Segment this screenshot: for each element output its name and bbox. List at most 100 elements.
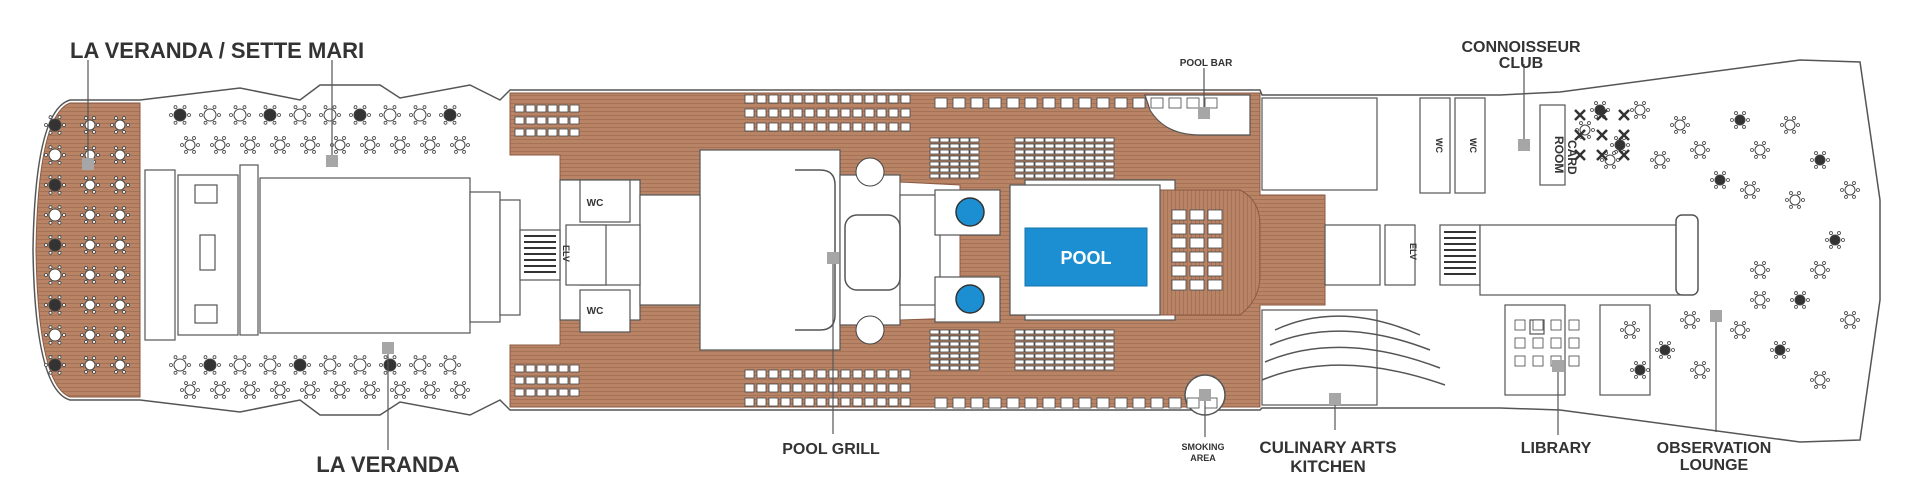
chair	[44, 303, 48, 307]
label-observation-lounge-1: OBSERVATION	[1657, 440, 1772, 457]
chair	[379, 113, 383, 117]
lounger	[1094, 149, 1105, 155]
chair	[173, 355, 178, 360]
chair	[1662, 165, 1666, 169]
chair	[413, 120, 418, 125]
chair	[214, 381, 218, 385]
chair	[122, 116, 126, 120]
chair	[84, 190, 88, 194]
chair	[1706, 368, 1710, 372]
chair	[1806, 298, 1810, 302]
lounger	[1034, 137, 1045, 143]
table	[323, 108, 337, 122]
lounger	[1054, 359, 1065, 365]
chair	[334, 136, 338, 140]
lounger	[888, 108, 899, 118]
chair	[203, 370, 208, 375]
chair	[1694, 375, 1698, 379]
chair	[1750, 298, 1754, 302]
chair	[1634, 115, 1638, 119]
chair	[394, 150, 398, 154]
chair	[432, 381, 436, 385]
chair	[62, 333, 66, 337]
table	[114, 269, 126, 281]
lounger	[939, 359, 950, 365]
lounger	[949, 347, 960, 353]
chair	[247, 363, 251, 367]
chair	[1840, 318, 1844, 322]
chair	[57, 190, 62, 195]
chair	[57, 220, 62, 225]
chair	[48, 145, 53, 150]
chair	[1784, 116, 1788, 120]
lounger	[1014, 341, 1025, 347]
chair	[402, 395, 406, 399]
lounger	[929, 341, 940, 347]
table	[1744, 184, 1756, 196]
table	[413, 358, 427, 372]
library-seat	[1514, 355, 1526, 367]
lounger	[1096, 97, 1110, 109]
table	[1754, 294, 1766, 306]
chair	[1746, 118, 1750, 122]
chair	[349, 363, 353, 367]
chair	[217, 363, 221, 367]
chair	[436, 388, 440, 392]
chair	[1814, 385, 1818, 389]
label-card-room-2: ROOM	[1552, 136, 1566, 173]
chair	[364, 150, 368, 154]
chair	[199, 113, 203, 117]
lounger	[969, 347, 980, 353]
chair	[392, 105, 397, 110]
table	[454, 384, 466, 396]
chair	[289, 113, 293, 117]
lounger	[929, 347, 940, 353]
chair	[1789, 205, 1793, 209]
chair	[57, 130, 62, 135]
chair	[57, 310, 62, 315]
lounger	[949, 155, 960, 161]
lounger	[1094, 155, 1105, 161]
chair	[1742, 335, 1746, 339]
chair	[1802, 291, 1806, 295]
lounger	[1074, 365, 1085, 371]
lounger	[1024, 161, 1035, 167]
chair	[84, 280, 88, 284]
chair	[376, 388, 380, 392]
chair	[173, 105, 178, 110]
chair	[80, 183, 84, 187]
lounger	[1054, 173, 1065, 179]
chair	[84, 326, 88, 330]
chair	[122, 236, 126, 240]
chair	[44, 213, 48, 217]
lounger	[569, 388, 580, 397]
chair	[1774, 341, 1778, 345]
lounger	[768, 369, 779, 379]
table	[84, 119, 96, 131]
lounger	[864, 122, 875, 132]
chair	[84, 130, 88, 134]
lounger	[1064, 167, 1075, 173]
chair	[1650, 158, 1654, 162]
lounger	[1034, 341, 1045, 347]
table	[334, 384, 346, 396]
lounger	[1042, 397, 1056, 409]
table	[114, 329, 126, 341]
lounger	[934, 97, 948, 109]
lounger	[952, 97, 966, 109]
chair	[424, 395, 428, 399]
lounger	[536, 388, 547, 397]
lounger	[1074, 173, 1085, 179]
chair	[302, 120, 307, 125]
lounger	[514, 128, 525, 137]
lounger	[939, 341, 950, 347]
lounger	[1104, 161, 1115, 167]
chair	[48, 205, 53, 210]
lounger	[840, 94, 851, 104]
table	[203, 108, 217, 122]
lounger	[1034, 173, 1045, 179]
chair	[439, 113, 443, 117]
chair	[466, 143, 470, 147]
chair	[122, 340, 126, 344]
lounger	[1074, 137, 1085, 143]
